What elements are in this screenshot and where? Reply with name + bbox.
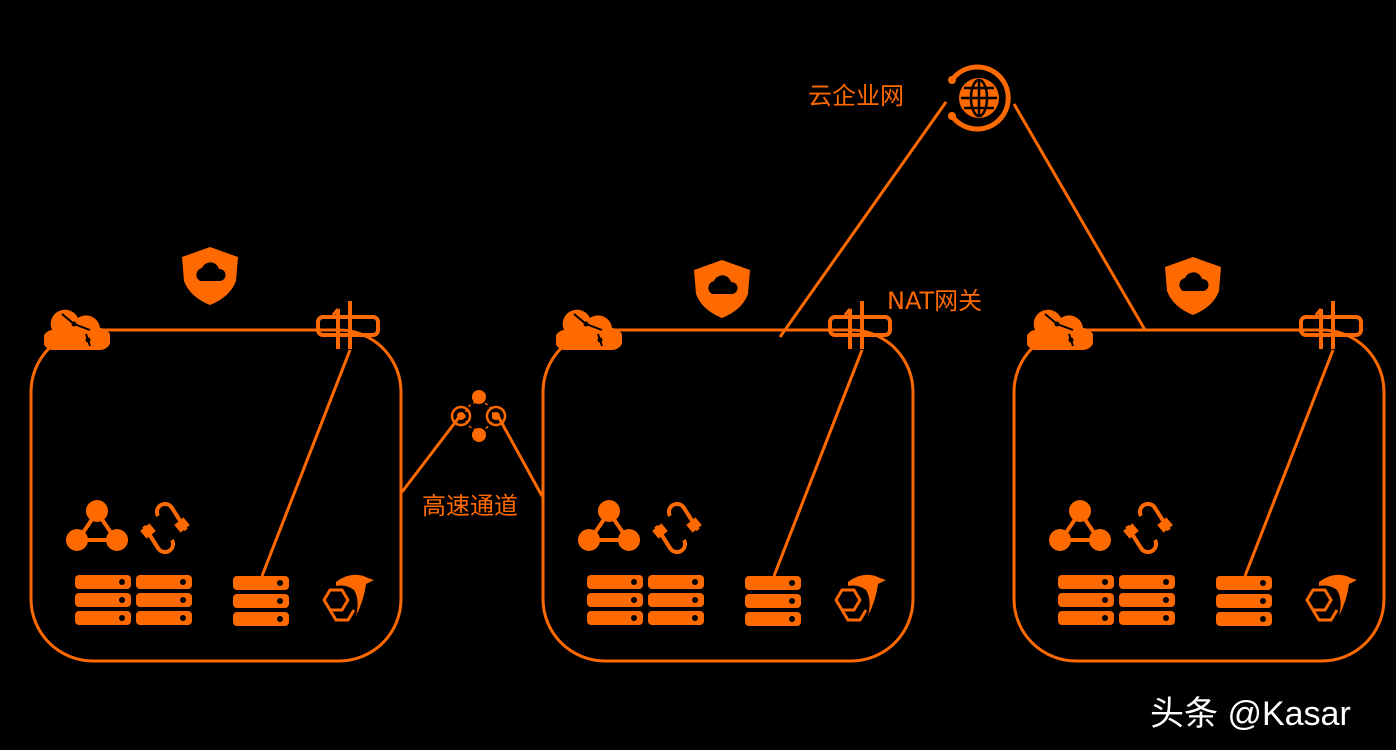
cen-label: 云企业网 bbox=[808, 82, 904, 110]
database-dolphin-icon bbox=[322, 573, 376, 622]
nat-server-line bbox=[1243, 349, 1335, 577]
express-connect-label: 高速通道 bbox=[422, 492, 518, 520]
security-shield-icon bbox=[694, 260, 750, 318]
vpc-3-group bbox=[1012, 257, 1386, 663]
connection-lines bbox=[400, 101, 1147, 497]
vpn-cloud-icon bbox=[556, 308, 622, 350]
vpc-2-group bbox=[541, 260, 915, 663]
server-icon bbox=[745, 576, 801, 626]
cen-globe-icon bbox=[948, 64, 1011, 132]
nat-gateway-icon bbox=[828, 299, 892, 351]
nat-server-line bbox=[772, 349, 864, 577]
server-icon bbox=[136, 575, 192, 625]
database-dolphin-icon bbox=[834, 573, 888, 622]
link-icon bbox=[1121, 502, 1175, 554]
security-shield-icon bbox=[182, 247, 238, 305]
nat-gateway-icon bbox=[1299, 299, 1363, 351]
nat-server-line bbox=[260, 349, 352, 577]
server-icon bbox=[1119, 575, 1175, 625]
server-icon bbox=[648, 575, 704, 625]
express-connect-line-left bbox=[400, 415, 462, 493]
network-topology-icon bbox=[578, 500, 640, 552]
vpn-cloud-icon bbox=[44, 308, 110, 350]
network-topology-icon bbox=[66, 500, 128, 552]
link-icon bbox=[650, 502, 704, 554]
server-icon bbox=[1058, 575, 1114, 625]
server-icon bbox=[75, 575, 131, 625]
watermark: 头条 @Kasar bbox=[1150, 695, 1351, 733]
nat-gateway-label: NAT网关 bbox=[887, 287, 983, 315]
database-dolphin-icon bbox=[1305, 573, 1359, 622]
link-icon bbox=[138, 502, 192, 554]
vpc-1-group bbox=[29, 247, 403, 663]
server-icon bbox=[1216, 576, 1272, 626]
security-shield-icon bbox=[1165, 257, 1221, 315]
vpn-cloud-icon bbox=[1027, 308, 1093, 350]
network-topology-icon bbox=[1049, 500, 1111, 552]
express-connect-icon bbox=[450, 390, 507, 442]
nat-gateway-icon bbox=[316, 299, 380, 351]
cen-line-vpc3 bbox=[1012, 103, 1147, 331]
cen-line-vpc2 bbox=[778, 101, 948, 338]
server-icon bbox=[587, 575, 643, 625]
server-icon bbox=[233, 576, 289, 626]
express-connect-line-right bbox=[496, 415, 544, 497]
